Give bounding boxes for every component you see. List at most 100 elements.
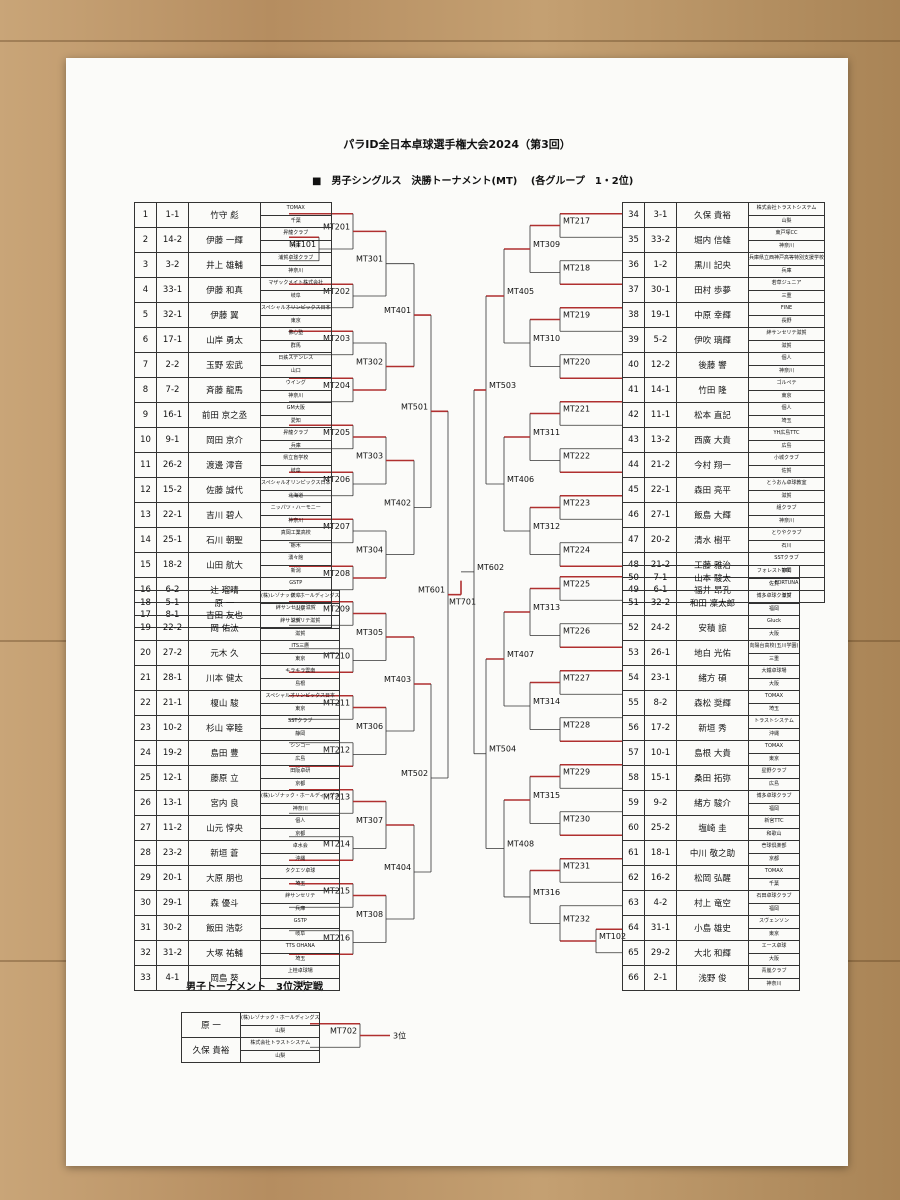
group-rank: 19-2 bbox=[156, 740, 189, 766]
club-name: TOMAX bbox=[764, 868, 784, 874]
prefecture: 神奈川 bbox=[261, 514, 331, 527]
group-rank: 26-1 bbox=[644, 640, 677, 666]
club-name: 佛心塾 bbox=[288, 330, 304, 336]
seed-number: 35 bbox=[622, 227, 645, 253]
match-label: MT218 bbox=[563, 264, 590, 273]
match-label: MT311 bbox=[533, 428, 560, 437]
player-name: 藤原 立 bbox=[188, 765, 261, 791]
prefecture: 埼玉 bbox=[261, 877, 339, 890]
prefecture: 神奈川 bbox=[749, 977, 799, 990]
club-name: シンコー bbox=[290, 743, 311, 749]
club-cell: とりやクラブ石川 bbox=[747, 527, 826, 553]
seed-number: 55 bbox=[622, 690, 645, 716]
seed-number: 9 bbox=[134, 402, 157, 428]
player-name: 山岸 勇太 bbox=[188, 327, 261, 353]
prefecture: 山梨 bbox=[261, 602, 339, 615]
player-name: 岡島 葵 bbox=[188, 965, 261, 991]
match-label: MT702 bbox=[330, 1027, 357, 1036]
prefecture: 山口 bbox=[261, 364, 331, 377]
club-name: 青嵐クラブ bbox=[761, 968, 787, 974]
club-cell: 絆サンセリテ滋賀滋賀 bbox=[259, 615, 341, 641]
player-name: 元木 久 bbox=[188, 640, 261, 666]
seed-number: 15 bbox=[134, 552, 157, 578]
prefecture: 兵庫 bbox=[749, 264, 824, 277]
group-rank: 21-2 bbox=[644, 452, 677, 478]
group-rank: 20-2 bbox=[644, 527, 677, 553]
seed-number: 29 bbox=[134, 865, 157, 891]
prefecture: 東京 bbox=[261, 702, 339, 715]
seed-number: 65 bbox=[622, 940, 645, 966]
group-rank: 16-2 bbox=[644, 865, 677, 891]
player-name: 山本 駿太 bbox=[676, 565, 749, 591]
club-name: スヴェンソン bbox=[758, 918, 789, 924]
player-name: 竹守 彪 bbox=[188, 202, 261, 228]
group-rank: 9-2 bbox=[644, 790, 677, 816]
group-rank: 5-2 bbox=[644, 327, 677, 353]
seed-number: 20 bbox=[134, 640, 157, 666]
prefecture: 大阪 bbox=[749, 677, 799, 690]
group-rank: 15-2 bbox=[156, 477, 189, 503]
club-cell: ウイング神奈川 bbox=[260, 377, 332, 403]
seed-number: 38 bbox=[622, 302, 645, 328]
match-label: MT401 bbox=[384, 306, 411, 315]
match-label: MT504 bbox=[489, 745, 516, 754]
seed-number: 12 bbox=[134, 477, 157, 503]
club-name: 田阪卓研 bbox=[290, 768, 311, 774]
prefecture: 広島 bbox=[749, 439, 824, 452]
group-rank: 13-2 bbox=[644, 427, 677, 453]
match-label: MT309 bbox=[533, 240, 560, 249]
player-name: 田村 歩夢 bbox=[676, 277, 749, 303]
prefecture: 沖縄 bbox=[261, 852, 339, 865]
group-rank: 33-2 bbox=[644, 227, 677, 253]
player-name: 石川 朝聖 bbox=[188, 527, 261, 553]
club-name: とうおん卓球教室 bbox=[766, 480, 807, 486]
match-label: MT303 bbox=[356, 452, 383, 461]
group-rank: 10-1 bbox=[644, 740, 677, 766]
club-name: 昇龍クラブ bbox=[283, 230, 309, 236]
seed-number: 44 bbox=[622, 452, 645, 478]
prefecture: 兵庫 bbox=[261, 239, 331, 252]
prefecture: 福岡 bbox=[749, 602, 799, 615]
seed-number: 61 bbox=[622, 840, 645, 866]
prefecture: 大阪 bbox=[749, 627, 799, 640]
club-name: 昇龍クラブ bbox=[283, 430, 309, 436]
prefecture: 神奈川 bbox=[261, 389, 331, 402]
group-rank: 22-1 bbox=[156, 502, 189, 528]
seed-number: 13 bbox=[134, 502, 157, 528]
club-name: スペシャルオリンピックス日本 bbox=[261, 480, 331, 486]
seed-number: 23 bbox=[134, 715, 157, 741]
player-name: 吉川 碧人 bbox=[188, 502, 261, 528]
club-name: 真岡工業高校 bbox=[280, 530, 311, 536]
club-name: (株)レゾナック・ホールディングス bbox=[241, 1015, 320, 1021]
club-cell: 個人京都 bbox=[259, 815, 341, 841]
prefecture: 福岡 bbox=[749, 902, 799, 915]
club-name: 県立盲学校 bbox=[283, 455, 309, 461]
club-name: 小城クラブ bbox=[774, 455, 800, 461]
player-name: 斉藤 龍馬 bbox=[188, 377, 261, 403]
club-name: GM大阪 bbox=[286, 405, 305, 411]
group-rank: 19-1 bbox=[644, 302, 677, 328]
seed-number: 53 bbox=[622, 640, 645, 666]
club-name: マザックメイト株式会社 bbox=[268, 280, 324, 286]
player-name: 松岡 弘醒 bbox=[676, 865, 749, 891]
group-rank: 4-1 bbox=[156, 965, 189, 991]
player-name: 原 一 bbox=[181, 1012, 241, 1038]
match-label: MT310 bbox=[533, 334, 560, 343]
player-name: 緒方 駿介 bbox=[676, 790, 749, 816]
